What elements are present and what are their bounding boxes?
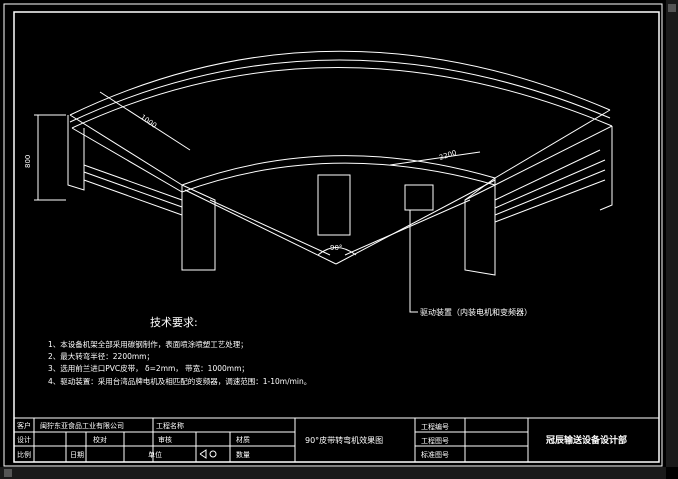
tb-std-no-label: 标准图号 xyxy=(421,450,449,459)
vertical-scrollbar[interactable] xyxy=(666,0,678,467)
tb-customer: 闽狞东亚食品工业有限公司 xyxy=(40,421,124,430)
tech-heading: 技术要求: xyxy=(150,316,198,329)
title-block xyxy=(14,417,659,462)
drive-note: 驱动装置（内装电机和变频器） xyxy=(420,307,532,317)
tb-drawing-no-label: 工程图号 xyxy=(421,436,449,445)
dim-height: 800 xyxy=(24,155,32,168)
conveyor-illustration xyxy=(34,50,613,313)
tb-customer-label: 客户 xyxy=(17,421,31,430)
tb-company: 冠辰输送设备设计部 xyxy=(546,434,627,446)
inner-frame xyxy=(13,11,660,463)
dim-angle: 90° xyxy=(330,244,342,252)
tb-design-label: 设计 xyxy=(17,435,31,444)
tech-item: 1、本设备机架全部采用碳钢制作，表面喷涂喷塑工艺处理； xyxy=(48,339,248,349)
tech-item: 3、选用前兰进口PVC皮带， δ=2mm， 带宽：1000mm； xyxy=(48,363,249,373)
horizontal-scroll-thumb[interactable] xyxy=(4,469,12,477)
tb-qty-label: 数量 xyxy=(236,450,250,459)
outer-frame xyxy=(3,3,663,467)
tech-item: 2、最大转弯半径：2200mm； xyxy=(48,351,154,361)
tb-scale-label: 比例 xyxy=(17,450,31,459)
tb-check-label: 校对 xyxy=(93,435,107,444)
dim-width: 1000 xyxy=(139,113,158,130)
tb-project-label: 工程名称 xyxy=(156,421,184,430)
horizontal-scrollbar[interactable] xyxy=(0,467,666,479)
vertical-scroll-thumb[interactable] xyxy=(668,4,676,12)
tb-proj-no-label: 工程编号 xyxy=(421,422,449,431)
tb-drawing-title: 90°皮带转弯机效果图 xyxy=(305,435,383,445)
tb-unit-label: 单位 xyxy=(148,450,162,459)
tb-material-label: 材质 xyxy=(236,435,250,444)
tb-date-label: 日期 xyxy=(70,451,84,459)
dim-radius: 2200 xyxy=(438,149,457,162)
tb-review-label: 审核 xyxy=(158,435,172,444)
tech-item: 4、驱动装置：采用台湾品牌电机及相匹配的变频器，调速范围：1-10m/min。 xyxy=(48,376,311,386)
